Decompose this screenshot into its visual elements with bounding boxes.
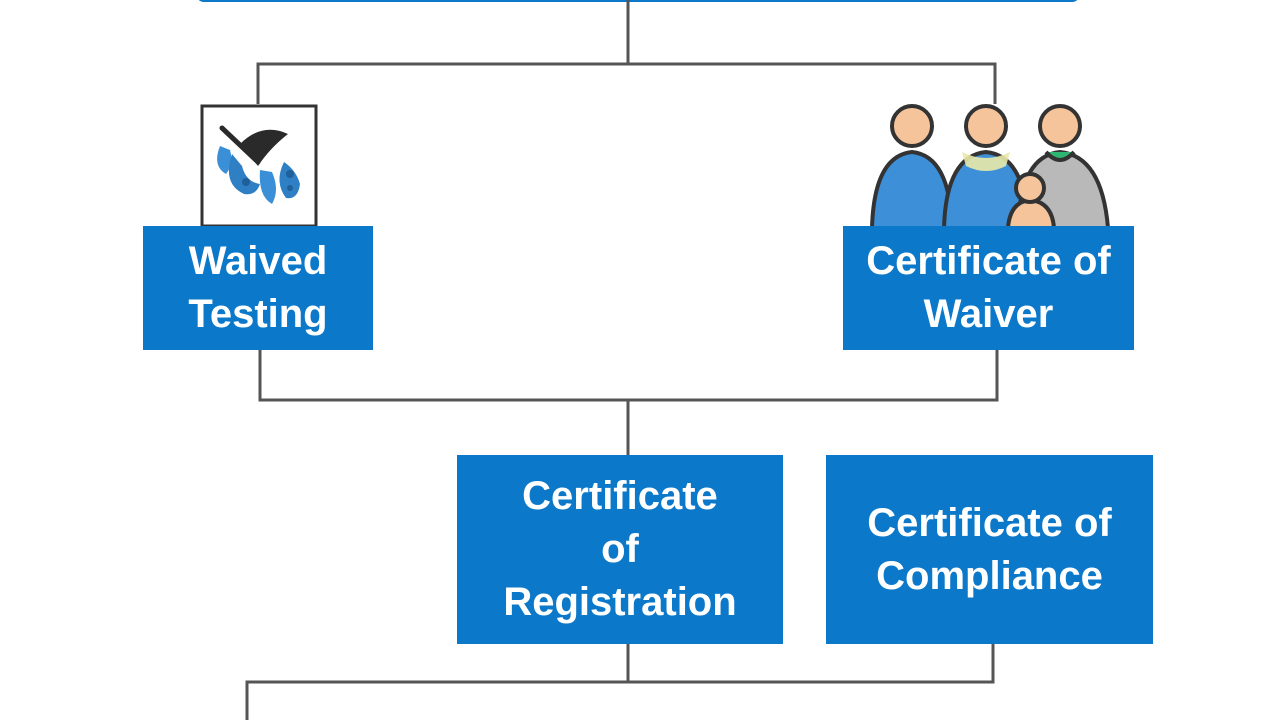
certificate-of-waiver-box: Certificate of Waiver bbox=[843, 226, 1134, 350]
certificate-of-registration-line-1: Certificate bbox=[522, 474, 718, 518]
family-group-icon bbox=[866, 100, 1116, 233]
certificate-of-compliance-line-2: Compliance bbox=[876, 553, 1103, 598]
certificate-of-compliance-line-1: Certificate of bbox=[867, 500, 1112, 545]
certificate-of-compliance-box: Certificate of Compliance bbox=[826, 455, 1153, 644]
waived-testing-box: Waived Testing bbox=[143, 226, 373, 350]
connector-mid-bus bbox=[258, 350, 999, 402]
connector-bottom-left bbox=[245, 680, 628, 720]
certificate-of-waiver-line-2: Waiver bbox=[923, 292, 1054, 336]
connector-top-bus bbox=[256, 62, 997, 104]
lab-specimen-icon bbox=[200, 104, 318, 233]
waived-testing-line-2: Testing bbox=[188, 292, 328, 336]
certificate-of-registration-line-2: of bbox=[601, 527, 639, 571]
top-node-edge bbox=[196, 0, 1080, 2]
connector-bottom-bus bbox=[626, 644, 995, 684]
certificate-of-registration-line-3: Registration bbox=[503, 580, 737, 624]
certificate-of-registration-box: Certificate of Registration bbox=[457, 455, 783, 644]
waived-testing-line-1: Waived bbox=[188, 239, 328, 283]
certificate-of-waiver-line-1: Certificate of bbox=[866, 239, 1111, 283]
